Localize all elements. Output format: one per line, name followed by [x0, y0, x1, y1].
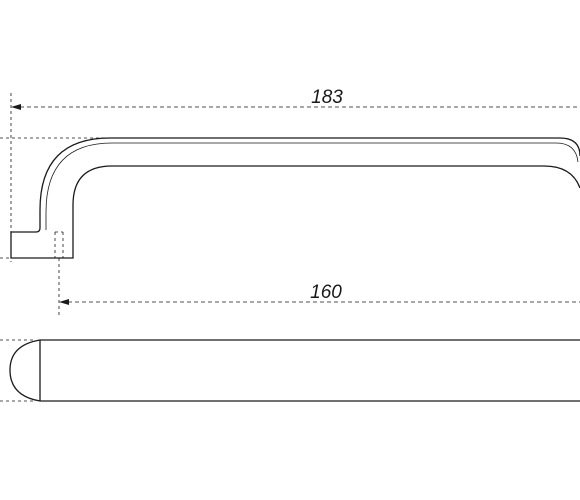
overall-length-dimension: 183 — [10, 87, 580, 262]
handle-outer-profile — [10, 137, 580, 259]
handle-top-view-outline — [9, 339, 580, 402]
hole-spacing-arrowhead — [59, 299, 69, 305]
overall-length-arrowhead — [11, 104, 21, 110]
hole-spacing-label: 160 — [310, 282, 342, 303]
handle-inner-profile-line — [45, 142, 579, 230]
hole-spacing-dimension: 160 — [58, 258, 580, 316]
overall-length-label: 183 — [311, 87, 343, 108]
handle-top-view — [0, 339, 580, 402]
handle-side-view — [0, 137, 580, 259]
